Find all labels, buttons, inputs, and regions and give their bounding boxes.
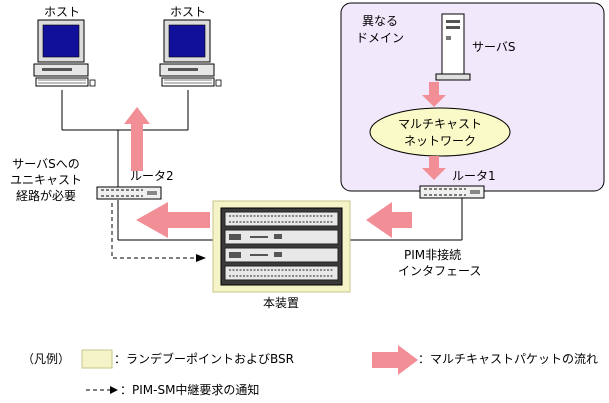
multicast-flow-arrow-hosts (124, 107, 150, 171)
legend-multicast-flow-label: ：マルチキャストパケットの流れ (418, 352, 598, 366)
unicast-route-note-line3: 経路が必要 (16, 188, 76, 203)
this-device-chassis-icon (220, 207, 343, 286)
legend-dashed-arrowhead (110, 386, 118, 394)
multicast-network-label-line1: マルチキャスト (398, 117, 482, 131)
legend-pim-sm-label: ：PIM-SM中継要求の通知 (120, 382, 259, 397)
pim-non-connected-label-line1: PIM非接続 (404, 247, 461, 262)
multicast-flow-arrow-server (422, 82, 446, 107)
host-left-computer-icon (33, 19, 96, 87)
legend-title: （凡例） (22, 352, 70, 366)
multicast-flow-arrow-cloud (422, 156, 446, 180)
router1-icon (419, 185, 485, 199)
multicast-flow-arrow-to-device (366, 202, 412, 238)
host-right-label: ホスト (170, 5, 206, 19)
server-s-label: サーバS (472, 40, 516, 54)
legend-rp-bsr-label: ：ランデブーポイントおよびBSR (114, 351, 294, 366)
this-device-label: 本装置 (263, 296, 299, 310)
multicast-flow-arrow-to-router2 (136, 202, 210, 238)
server-s-icon (435, 13, 471, 81)
other-domain-label-line2: ドメイン (356, 31, 404, 45)
unicast-route-note-line2: ユニキャスト (10, 173, 82, 187)
network-links (61, 90, 463, 241)
host-left-label: ホスト (44, 5, 80, 19)
host-right-computer-icon (159, 19, 222, 87)
pim-sm-request-arrowhead (196, 254, 206, 262)
multicast-network-label-line2: ネットワーク (404, 134, 476, 148)
router1-label: ルータ1 (452, 169, 496, 183)
legend-rp-bsr-swatch (81, 349, 113, 369)
multicast-network-cloud (369, 107, 511, 157)
other-domain-label-line1: 異なる (362, 14, 398, 28)
router2-icon (96, 186, 162, 200)
router2-label: ルータ2 (130, 169, 174, 183)
legend-multicast-arrow-icon (372, 345, 418, 375)
pim-non-connected-label-line2: インタフェース (398, 264, 481, 278)
unicast-route-note-line1: サーバSへの (12, 157, 80, 171)
